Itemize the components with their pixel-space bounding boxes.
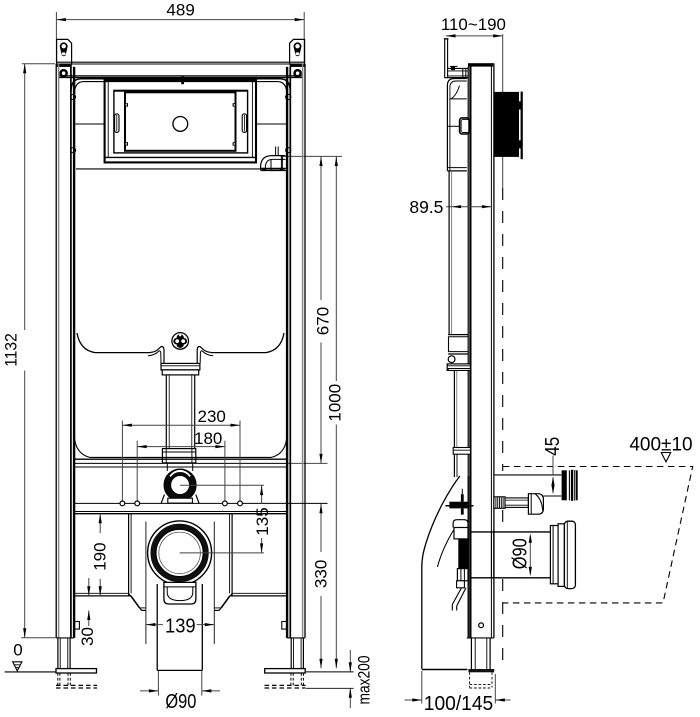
svg-text:89.5: 89.5 — [409, 197, 443, 217]
svg-text:Ø90: Ø90 — [165, 691, 196, 713]
svg-text:330: 330 — [311, 560, 330, 588]
svg-text:0: 0 — [13, 641, 22, 660]
svg-text:230: 230 — [198, 407, 226, 426]
svg-text:100/145: 100/145 — [424, 693, 494, 715]
svg-text:139: 139 — [165, 616, 196, 638]
svg-text:489: 489 — [166, 0, 194, 19]
svg-text:400±10: 400±10 — [629, 435, 692, 456]
svg-text:180: 180 — [194, 429, 222, 448]
svg-text:670: 670 — [313, 307, 332, 335]
svg-text:1132: 1132 — [2, 333, 21, 367]
svg-text:110~190: 110~190 — [441, 15, 506, 34]
svg-text:1000: 1000 — [325, 384, 344, 422]
svg-text:max200: max200 — [354, 656, 373, 705]
svg-text:190: 190 — [90, 542, 109, 570]
svg-text:135: 135 — [253, 507, 272, 535]
svg-text:Ø90: Ø90 — [509, 538, 531, 569]
svg-text:30: 30 — [78, 627, 97, 646]
svg-text:45: 45 — [542, 437, 564, 456]
